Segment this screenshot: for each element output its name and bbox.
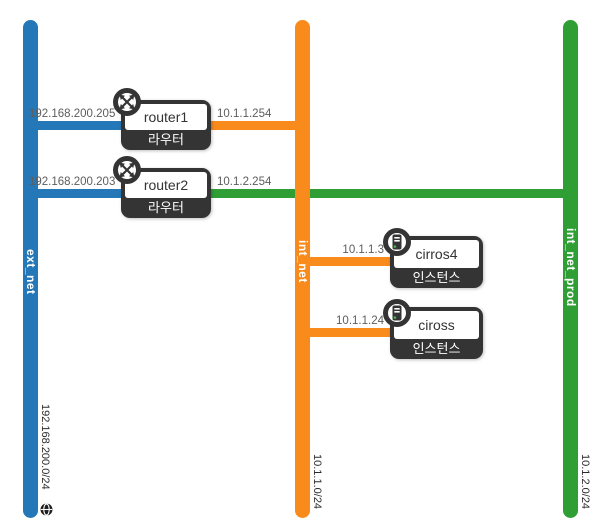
link-router1-ext-net [30,121,125,130]
device-router2[interactable]: router2 라우터 [113,156,211,218]
port-ip-router1-int: 10.1.1.254 [217,108,272,120]
device-name-ciross: ciross [394,311,479,339]
device-type-router2: 라우터 [148,200,184,215]
device-type-cirros4: 인스턴스 [412,270,461,285]
port-ip-ciross: 10.1.1.24 [336,315,384,327]
device-type-router1: 라우터 [148,132,184,147]
device-ciross[interactable]: ciross 인스턴스 [383,299,483,359]
server-icon [383,228,411,256]
globe-icon [40,503,53,516]
link-router2-int-net-prod [207,189,570,198]
network-bar-int-net[interactable] [295,20,310,518]
link-ciross-int-net [307,328,395,337]
router-icon [113,156,141,184]
subnet-label-ext-net: 192.168.200.0/24 [39,404,51,490]
link-router1-int-net [207,121,302,130]
port-ip-cirros4: 10.1.1.3 [342,244,384,256]
device-type-ciross: 인스턴스 [412,341,461,356]
router-icon [113,88,141,116]
link-router2-ext-net [30,189,125,198]
subnet-label-int-net: 10.1.1.0/24 [311,454,323,510]
network-label-int-net-prod: int_net_prod [564,228,578,307]
server-icon [383,299,411,327]
port-ip-router2-ext: 192.168.200.203 [29,176,116,188]
network-bar-ext-net[interactable] [23,20,38,518]
link-cirros4-int-net [307,257,395,266]
port-ip-router2-int: 10.1.2.254 [217,176,272,188]
network-bar-int-net-prod[interactable] [563,20,578,518]
subnet-label-int-net-prod: 10.1.2.0/24 [579,454,591,510]
port-ip-router1-ext: 192.168.200.205 [29,108,116,120]
network-label-int-net: int_net [296,240,310,283]
network-label-ext-net: ext_net [24,249,38,295]
device-cirros4[interactable]: cirros4 인스턴스 [383,228,483,288]
device-router1[interactable]: router1 라우터 [113,88,211,150]
